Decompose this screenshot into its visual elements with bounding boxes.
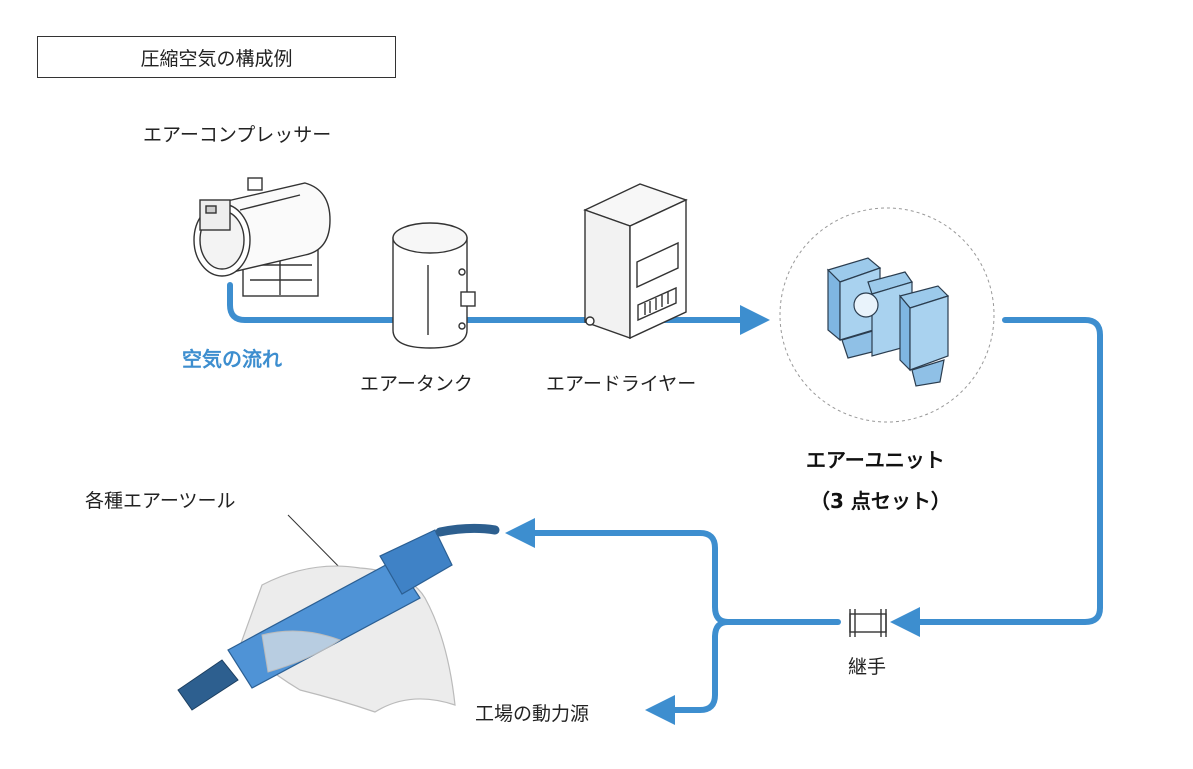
air-unit-label: エアーユニット (806, 448, 945, 472)
air-dryer-icon (583, 183, 688, 340)
dryer-label: エアードライヤー (546, 373, 697, 395)
tank-label: エアータンク (360, 373, 473, 395)
pipe-to-tools (505, 518, 731, 625)
air-unit-highlight (779, 207, 995, 423)
joint-icon (849, 609, 887, 637)
air-tools-label: 各種エアーツール (85, 490, 236, 512)
pipe-to-factory (645, 619, 731, 725)
airflow-label: 空気の流れ (182, 347, 282, 371)
compressor-icon (193, 177, 331, 297)
air-unit-icon (826, 257, 950, 387)
air-tank-icon (392, 222, 476, 349)
pipe-unit-to-joint (890, 317, 1103, 637)
air-pipe (227, 282, 1103, 725)
pipe-compressor-to-dryer (227, 282, 770, 335)
compressor-label: エアーコンプレッサー (143, 124, 332, 146)
diagram-title: 圧縮空気の構成例 (37, 36, 396, 78)
air-unit-sublabel: （3 点セット） (810, 489, 951, 513)
joint-label: 継手 (848, 656, 887, 678)
air-tool-icon (177, 523, 500, 713)
factory-power-label: 工場の動力源 (475, 703, 590, 725)
